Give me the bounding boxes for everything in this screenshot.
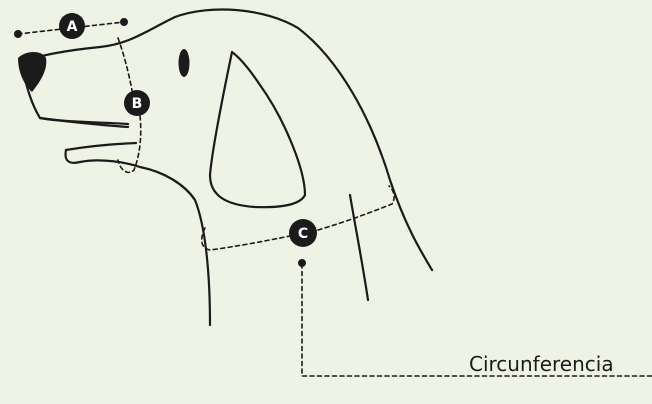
lower-jaw <box>66 150 210 325</box>
ear-outline <box>210 52 305 207</box>
circumference-caption: Circunferencia <box>469 352 614 376</box>
head-outline-top <box>22 9 432 270</box>
marker-c: C <box>289 219 317 247</box>
marker-a: A <box>59 13 85 39</box>
marker-c-label: C <box>298 226 308 242</box>
jaw-inner <box>66 143 136 150</box>
eye-shape <box>179 49 190 77</box>
neck-front <box>350 195 368 300</box>
dot-a-right <box>120 18 128 26</box>
nose-shape <box>18 52 46 92</box>
marker-b: B <box>124 90 150 116</box>
marker-a-label: A <box>67 19 78 35</box>
marker-b-label: B <box>132 96 143 112</box>
dot-a-left <box>14 30 22 38</box>
dot-c-bottom <box>298 259 306 267</box>
